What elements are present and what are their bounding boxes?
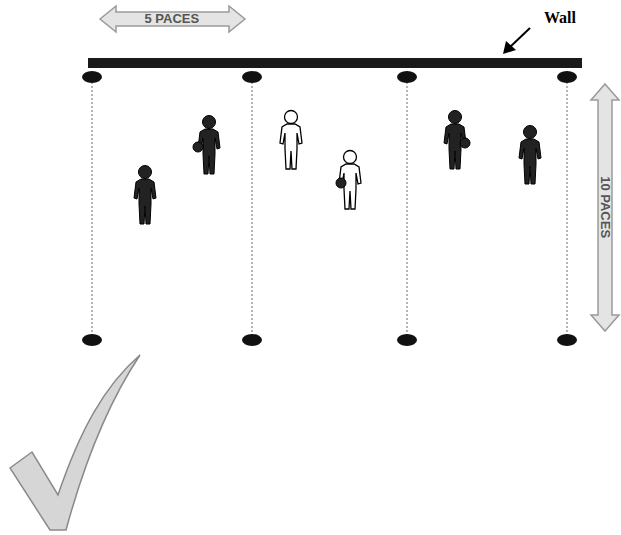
ball — [193, 138, 470, 188]
double-arrow — [591, 84, 619, 331]
wall-label: Wall — [544, 9, 576, 27]
distance-label: 5 PACES — [145, 12, 200, 26]
check-mark — [10, 355, 140, 530]
player-figure — [134, 111, 541, 225]
distance-label: 10 PACES — [598, 176, 612, 238]
cone-marker — [82, 71, 577, 346]
lane-line — [92, 82, 567, 336]
double-arrow — [100, 6, 245, 32]
wall-bar — [88, 58, 582, 68]
pointer-arrow — [503, 28, 530, 54]
